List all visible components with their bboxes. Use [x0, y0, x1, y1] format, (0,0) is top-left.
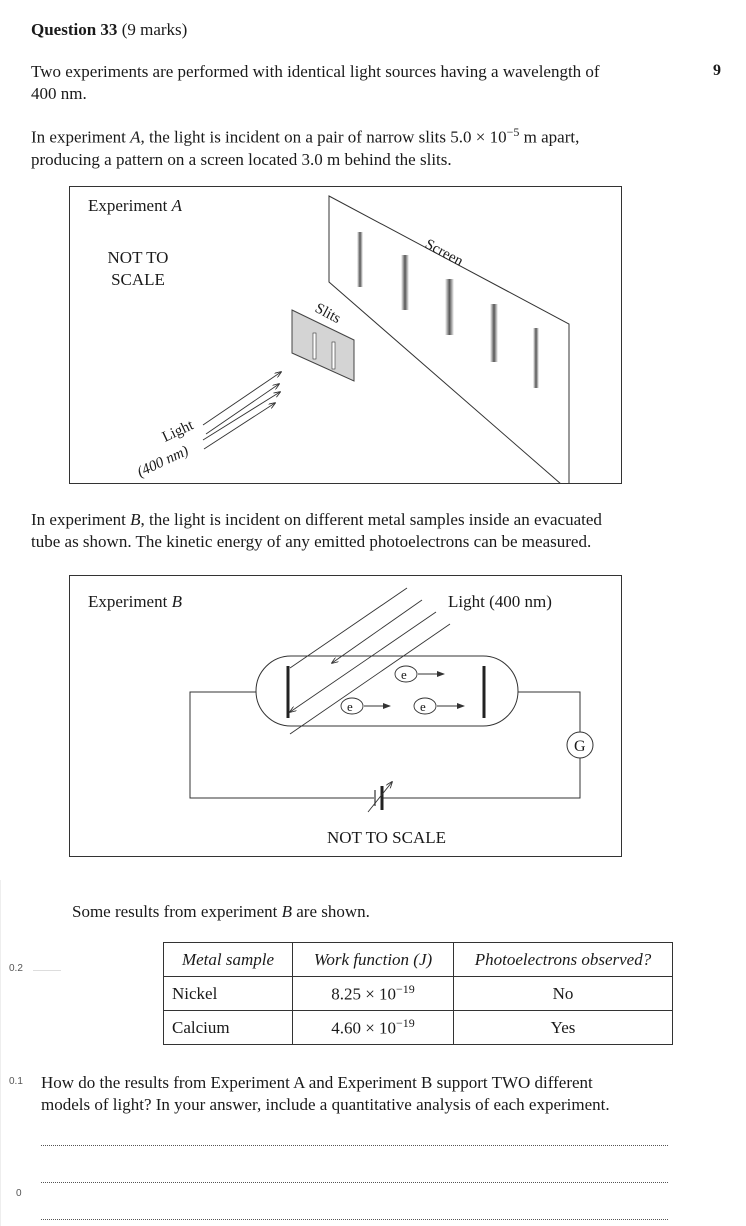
answer-line[interactable]: [41, 1145, 668, 1146]
svg-text:e: e: [347, 699, 353, 714]
question-prompt: How do the results from Experiment A and…: [41, 1073, 610, 1114]
experiment-b-paragraph: In experiment B, the light is incident o…: [31, 510, 602, 551]
axis-tick-label: 0: [16, 1188, 22, 1199]
experiment-a-paragraph: In experiment A, the light is incident o…: [31, 125, 580, 169]
screen-shape: [328, 195, 570, 483]
electron: e: [340, 697, 391, 715]
not-to-scale-label-b: NOT TO SCALE: [327, 828, 447, 847]
experiment-b-label: Experiment B: [88, 592, 182, 611]
marks-margin: 9: [713, 62, 721, 79]
circuit-wire-left: [189, 691, 374, 799]
table-header-row: Metal sample Work function (J) Photoelec…: [163, 942, 673, 977]
double-slit-svg: Screen Slits Light (400 nm): [135, 195, 570, 483]
light-label: Light: [160, 417, 197, 446]
results-table: Metal sample Work function (J) Photoelec…: [163, 942, 673, 1045]
table-row: Calcium 4.60 × 10−19 Yes: [163, 1010, 673, 1045]
page-edge: [0, 880, 1, 1226]
axis-tick-label: 0.2: [9, 963, 23, 974]
results-paragraph: Some results from experiment B are shown…: [72, 902, 370, 921]
answer-line[interactable]: [41, 1219, 668, 1220]
photoelectric-svg: e e e G: [189, 587, 594, 813]
fringe: [533, 328, 539, 388]
svg-text:e: e: [420, 699, 426, 714]
vacuum-tube: [255, 655, 519, 727]
experiment-a-diagram: Experiment A NOT TO SCALE: [69, 186, 622, 484]
electron: e: [413, 697, 465, 715]
answer-line[interactable]: [41, 1182, 668, 1183]
question-title: Question 33 (9 marks): [31, 20, 188, 39]
variable-arrow: [367, 782, 392, 813]
slits-plate: [291, 309, 355, 382]
circuit-wire-top: [518, 691, 581, 732]
axis-tick-label: 0.1: [9, 1076, 23, 1087]
experiment-a-label: Experiment A: [88, 196, 182, 215]
galvanometer: [566, 731, 594, 759]
fringe: [357, 232, 363, 287]
not-to-scale-label-a: NOT TO SCALE: [107, 248, 169, 289]
fringe: [445, 279, 454, 335]
fringe: [490, 304, 498, 362]
fringe: [401, 255, 409, 310]
circuit-wire-right: [383, 758, 581, 799]
light-b-label: Light (400 nm): [448, 592, 552, 611]
table-row: Nickel 8.25 × 10−19 No: [163, 976, 673, 1011]
experiment-b-diagram: Experiment B Light (400 nm) NOT TO SCALE…: [69, 575, 622, 857]
svg-text:e: e: [401, 667, 407, 682]
axis-tick-line: [33, 970, 61, 971]
svg-text:G: G: [574, 738, 586, 755]
wavelength-label: (400 nm): [135, 443, 191, 481]
electron: e: [394, 665, 445, 683]
intro-paragraph: Two experiments are performed with ident…: [31, 62, 600, 103]
